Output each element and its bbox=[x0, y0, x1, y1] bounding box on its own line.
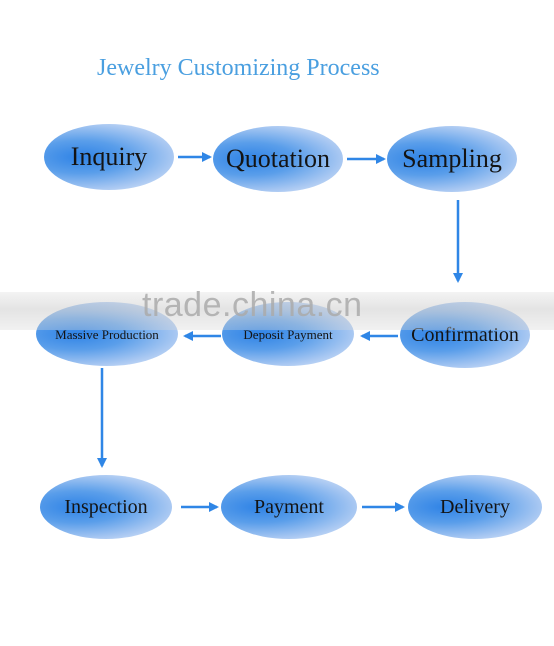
step-inspection: Inspection bbox=[40, 475, 172, 539]
step-delivery: Delivery bbox=[408, 475, 542, 539]
step-sampling: Sampling bbox=[387, 126, 517, 192]
step-deposit-payment-label: Deposit Payment bbox=[243, 326, 333, 342]
watermark-text: trade.china.cn bbox=[142, 286, 363, 324]
step-massive-production-label: Massive Production bbox=[55, 326, 159, 342]
step-quotation-label: Quotation bbox=[226, 144, 330, 173]
watermark-band bbox=[0, 292, 554, 330]
step-inquiry: Inquiry bbox=[44, 124, 174, 190]
step-delivery-label: Delivery bbox=[440, 496, 510, 518]
step-quotation: Quotation bbox=[213, 126, 343, 192]
step-payment: Payment bbox=[221, 475, 357, 539]
step-payment-label: Payment bbox=[254, 496, 324, 518]
step-sampling-label: Sampling bbox=[402, 144, 502, 173]
step-confirmation-label: Confirmation bbox=[411, 324, 519, 346]
page-title: Jewelry Customizing Process bbox=[97, 55, 380, 81]
step-inspection-label: Inspection bbox=[64, 496, 148, 518]
step-inquiry-label: Inquiry bbox=[70, 142, 148, 171]
